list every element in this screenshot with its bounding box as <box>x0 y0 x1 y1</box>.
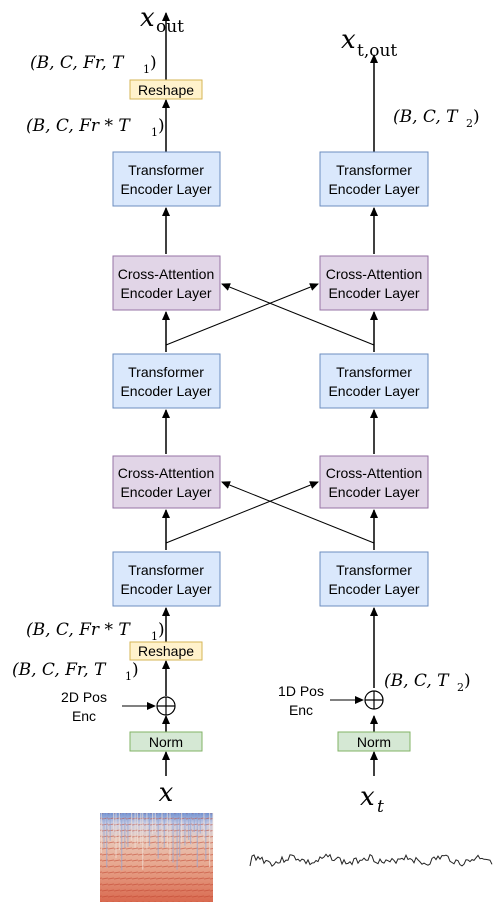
svg-text:Cross-Attention: Cross-Attention <box>326 266 422 282</box>
right-connectors <box>330 54 378 776</box>
svg-text:x: x <box>360 782 375 812</box>
svg-text:Enc: Enc <box>72 708 96 724</box>
svg-text:Transformer: Transformer <box>128 562 204 578</box>
svg-text:Encoder Layer: Encoder Layer <box>120 285 211 301</box>
svg-text:): ) <box>132 660 139 680</box>
svg-text:Norm: Norm <box>149 734 183 750</box>
svg-text:(B, C, Fr * T: (B, C, Fr * T <box>26 116 131 136</box>
svg-text:1: 1 <box>151 126 158 139</box>
svg-text:1: 1 <box>125 670 132 683</box>
svg-text:Transformer: Transformer <box>336 364 412 380</box>
reshape-box-bottom: Reshape <box>129 641 203 661</box>
svg-text:x: x <box>341 25 356 55</box>
left-norm-box: Norm <box>129 731 203 752</box>
left-transformer-layer-top: Transformer Encoder Layer <box>112 151 221 207</box>
xt-out-label: x t,out <box>341 25 397 61</box>
svg-text:Enc: Enc <box>289 702 313 718</box>
shape-label-bottom-1: (B, C, Fr * T 1 ) <box>26 620 165 643</box>
svg-text:): ) <box>158 116 165 136</box>
svg-text:Encoder Layer: Encoder Layer <box>120 383 211 399</box>
svg-text:2D Pos: 2D Pos <box>61 689 107 705</box>
svg-text:Encoder Layer: Encoder Layer <box>328 181 419 197</box>
svg-text:Reshape: Reshape <box>138 82 194 98</box>
right-transformer-layer-bottom: Transformer Encoder Layer <box>319 551 429 607</box>
left-connectors <box>122 12 170 776</box>
svg-text:out: out <box>156 17 184 37</box>
right-cross-attention-layer-bottom: Cross-Attention Encoder Layer <box>319 455 429 509</box>
pos-enc-1d-label: 1D Pos Enc <box>278 683 324 718</box>
svg-text:Transformer: Transformer <box>336 162 412 178</box>
svg-text:(B, C, Fr, T: (B, C, Fr, T <box>30 53 125 73</box>
svg-text:Encoder Layer: Encoder Layer <box>120 181 211 197</box>
svg-text:(B, C, Fr * T: (B, C, Fr * T <box>26 620 131 640</box>
svg-text:1D Pos: 1D Pos <box>278 683 324 699</box>
svg-text:(B, C, T: (B, C, T <box>393 107 459 127</box>
spectrogram-image <box>100 813 214 902</box>
shape-label-bottom-2: (B, C, Fr, T 1 ) <box>12 660 139 683</box>
svg-text:Encoder Layer: Encoder Layer <box>328 581 419 597</box>
shape-label-right-top: (B, C, T 2 ) <box>393 107 480 130</box>
x-out-label: x out <box>140 3 184 37</box>
x-input-label: x <box>159 778 174 808</box>
right-add-node <box>364 690 384 710</box>
svg-text:Transformer: Transformer <box>128 162 204 178</box>
svg-text:Cross-Attention: Cross-Attention <box>118 266 214 282</box>
right-transformer-layer-top: Transformer Encoder Layer <box>319 151 429 207</box>
right-cross-attention-layer-top: Cross-Attention Encoder Layer <box>319 255 429 311</box>
svg-text:Norm: Norm <box>357 734 391 750</box>
svg-text:Reshape: Reshape <box>138 643 194 659</box>
shape-label-top-1: (B, C, Fr, T 1 ) <box>30 53 157 76</box>
left-transformer-layer-bottom: Transformer Encoder Layer <box>112 551 221 607</box>
svg-text:x: x <box>159 778 174 808</box>
left-transformer-layer-middle: Transformer Encoder Layer <box>112 353 221 409</box>
xt-input-label: x t <box>360 782 384 817</box>
left-add-node <box>156 696 176 716</box>
left-cross-attention-layer-top: Cross-Attention Encoder Layer <box>112 255 221 311</box>
svg-text:Transformer: Transformer <box>128 364 204 380</box>
waveform-image <box>249 853 493 867</box>
cross-connections <box>165 283 375 544</box>
svg-text:x: x <box>140 3 155 33</box>
svg-text:): ) <box>464 671 471 691</box>
svg-text:): ) <box>150 53 157 73</box>
svg-text:1: 1 <box>143 63 150 76</box>
shape-label-top-2: (B, C, Fr * T 1 ) <box>26 116 165 139</box>
svg-text:Transformer: Transformer <box>336 562 412 578</box>
svg-text:(B, C, Fr, T: (B, C, Fr, T <box>12 660 107 680</box>
reshape-box-top: Reshape <box>129 79 203 100</box>
svg-text:Encoder Layer: Encoder Layer <box>120 581 211 597</box>
svg-text:Encoder Layer: Encoder Layer <box>328 484 419 500</box>
pos-enc-2d-label: 2D Pos Enc <box>61 689 107 724</box>
svg-text:t: t <box>377 797 384 817</box>
svg-text:Cross-Attention: Cross-Attention <box>326 465 422 481</box>
right-norm-box: Norm <box>337 731 411 752</box>
svg-text:1: 1 <box>151 630 158 643</box>
right-transformer-layer-middle: Transformer Encoder Layer <box>319 353 429 409</box>
svg-text:): ) <box>158 620 165 640</box>
svg-text:): ) <box>473 107 480 127</box>
left-cross-attention-layer-bottom: Cross-Attention Encoder Layer <box>112 455 221 509</box>
svg-text:2: 2 <box>466 117 473 130</box>
shape-label-right-bottom: (B, C, T 2 ) <box>384 671 471 694</box>
svg-text:Encoder Layer: Encoder Layer <box>328 383 419 399</box>
svg-text:(B, C, T: (B, C, T <box>384 671 450 691</box>
svg-text:t,out: t,out <box>357 41 397 61</box>
svg-text:Encoder Layer: Encoder Layer <box>120 484 211 500</box>
svg-text:Encoder Layer: Encoder Layer <box>328 285 419 301</box>
svg-text:Cross-Attention: Cross-Attention <box>118 465 214 481</box>
svg-text:2: 2 <box>457 681 464 694</box>
